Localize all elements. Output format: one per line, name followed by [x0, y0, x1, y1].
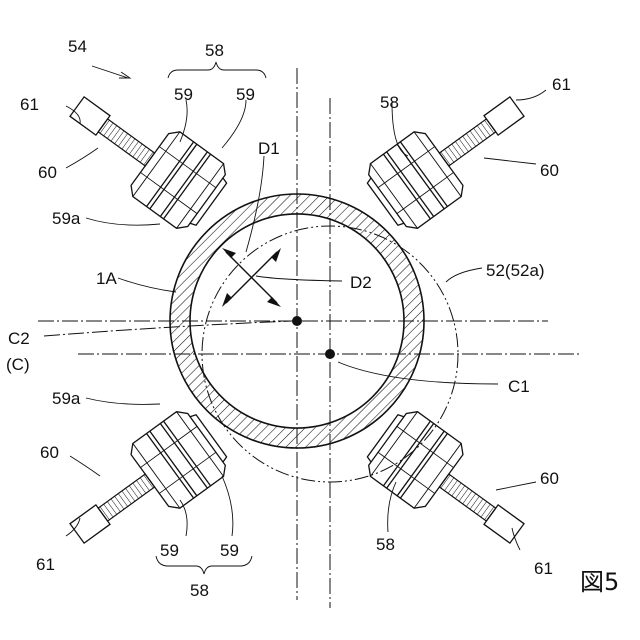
label-1a: 1A [96, 269, 117, 288]
label-52-52a: 52(52a) [486, 261, 545, 280]
label-59a-bottom-left: 59a [52, 389, 81, 408]
label-58-bottom-right: 58 [376, 535, 395, 554]
label-61-bottom-left: 61 [36, 555, 55, 574]
center-point-c2 [292, 316, 302, 326]
label-60-bottom-right: 60 [540, 469, 559, 488]
label-59-bl-right: 59 [220, 541, 239, 560]
label-58-top-left: 58 [205, 41, 224, 60]
label-60-bottom-left: 60 [40, 443, 59, 462]
roller-unit-top-left [54, 74, 235, 236]
center-lines [38, 68, 580, 608]
direction-arrows [222, 248, 281, 307]
label-58-top-right: 58 [380, 93, 399, 112]
label-59-tl-left: 59 [174, 85, 193, 104]
label-c2: C2 [8, 329, 30, 348]
label-d1: D1 [258, 139, 280, 158]
label-59-tl-right: 59 [236, 85, 255, 104]
label-54: 54 [68, 37, 87, 56]
label-58-bottom-left: 58 [190, 581, 209, 600]
label-60-top-left: 60 [38, 163, 57, 182]
figure-number: 図5 [580, 568, 619, 596]
roller-unit-bottom-left [54, 403, 235, 565]
label-61-bottom-right: 61 [534, 559, 553, 578]
center-point-c1 [325, 349, 335, 359]
label-60-top-right: 60 [540, 161, 559, 180]
label-c: (C) [6, 355, 30, 374]
label-59-bl-left: 59 [160, 541, 179, 560]
label-d2: D2 [350, 273, 372, 292]
label-61-top-right: 61 [552, 75, 571, 94]
label-c1: C1 [508, 377, 530, 396]
label-59a-top-left: 59a [52, 209, 81, 228]
label-61-top-left: 61 [20, 95, 39, 114]
labels: 54 58 59 59 61 60 59a D1 D2 1A 58 61 60 … [6, 37, 619, 600]
